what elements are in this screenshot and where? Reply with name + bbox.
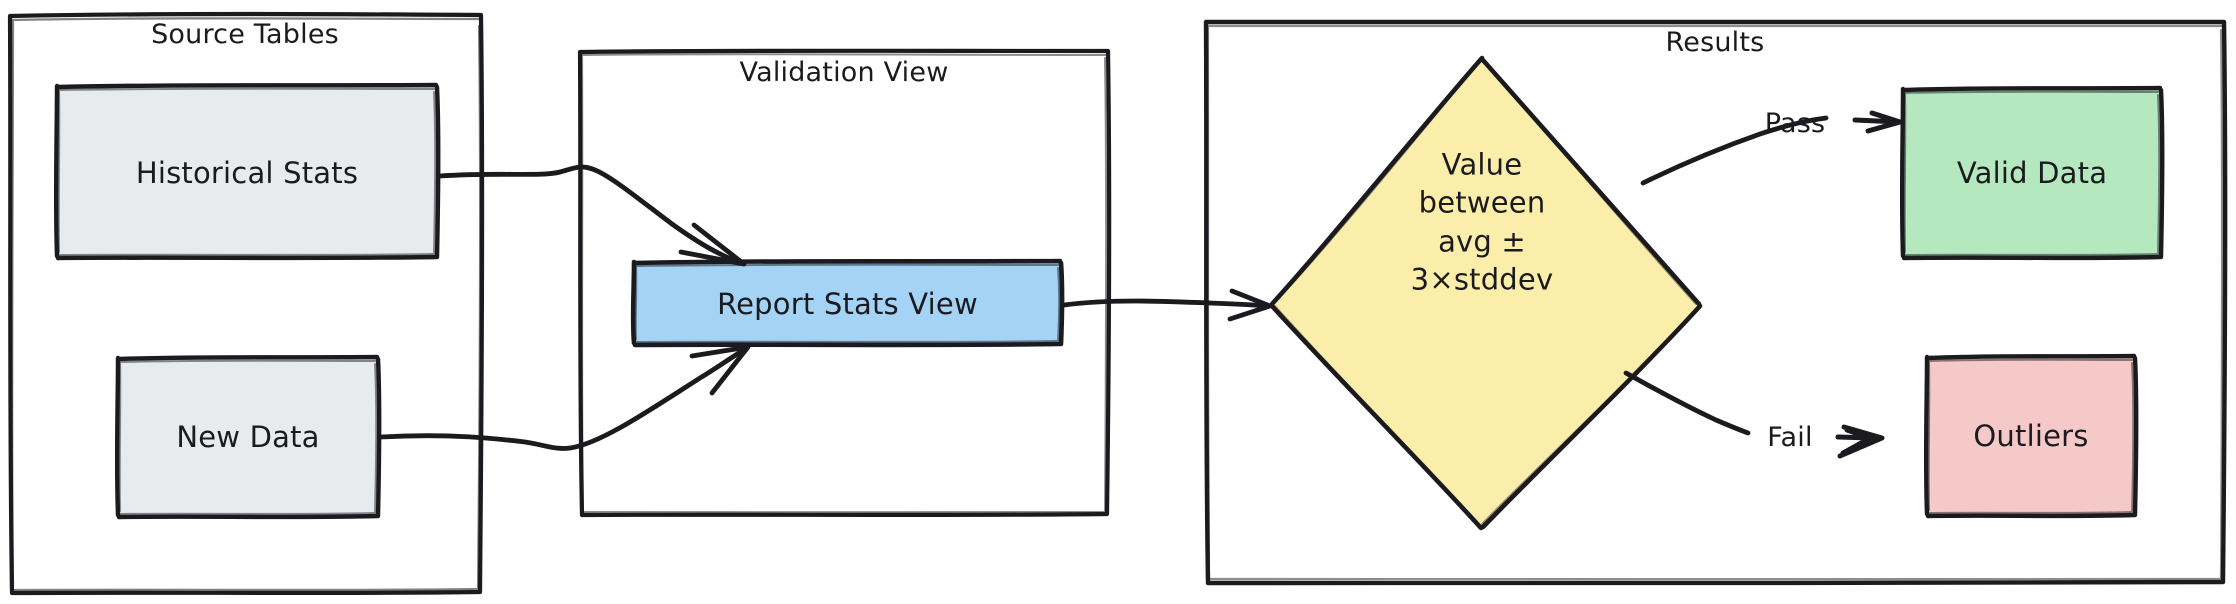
node-label-new-data: New Data xyxy=(176,420,320,454)
edge-report-to-decision[interactable] xyxy=(1061,288,1273,322)
node-label-report-stats-view: Report Stats View xyxy=(717,287,978,321)
node-historical-stats[interactable] xyxy=(53,82,441,261)
group-label-source-tables: Source Tables xyxy=(151,19,339,50)
node-valid-data[interactable] xyxy=(1899,85,2165,261)
edge-label-pass: Pass xyxy=(1764,108,1826,139)
node-outliers[interactable] xyxy=(1923,353,2139,519)
group-validation-view[interactable] xyxy=(577,48,1112,518)
node-validation-decision[interactable] xyxy=(1269,55,1703,531)
group-label-results: Results xyxy=(1665,27,1765,58)
edge-historical-to-report[interactable] xyxy=(437,164,747,267)
group-source-tables[interactable] xyxy=(7,11,485,596)
group-label-validation-view: Validation View xyxy=(739,57,949,88)
edge-label-fail: Fail xyxy=(1767,422,1813,453)
node-label-valid-data: Valid Data xyxy=(1956,156,2108,190)
node-label-validation-decision: Value between avg ± 3×stddev xyxy=(1410,147,1554,297)
edge-new-data-to-report[interactable] xyxy=(378,344,751,451)
edge-decision-to-valid[interactable] xyxy=(1640,110,1903,186)
edge-decision-to-outliers[interactable] xyxy=(1623,370,1885,459)
node-label-historical-stats: Historical Stats xyxy=(135,156,359,190)
node-label-outliers: Outliers xyxy=(1973,419,2089,453)
node-new-data[interactable] xyxy=(114,354,382,520)
